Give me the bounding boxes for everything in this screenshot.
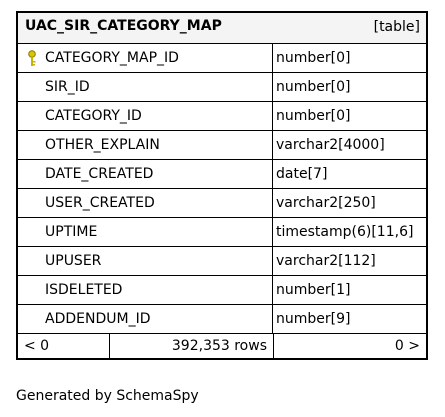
row-count: 392,353 rows [110,334,274,358]
column-name-cell: UPTIME [18,218,273,246]
column-type: varchar2[112] [276,253,376,269]
column-type: date[7] [276,166,328,182]
column-name-cell: UPUSER [18,247,273,275]
column-name-cell: ADDENDUM_ID [18,305,273,333]
table-footer: < 0 392,353 rows 0 > [18,334,426,358]
column-row[interactable]: DATE_CREATED date[7] [18,160,426,189]
column-type: varchar2[4000] [276,137,385,153]
column-type: number[0] [276,108,351,124]
column-row[interactable]: CATEGORY_MAP_ID number[0] [18,44,426,73]
column-type: number[0] [276,79,351,95]
column-name: UPUSER [45,253,102,269]
column-name-cell: SIR_ID [18,73,273,101]
column-name: OTHER_EXPLAIN [45,137,160,153]
column-name: DATE_CREATED [45,166,154,182]
column-name: UPTIME [45,224,98,240]
table-kind-label: [table] [373,19,420,35]
children-count[interactable]: 0 > [394,338,420,354]
column-row[interactable]: UPUSER varchar2[112] [18,247,426,276]
column-row[interactable]: ISDELETED number[1] [18,276,426,305]
column-type: number[0] [276,50,351,66]
column-row[interactable]: OTHER_EXPLAIN varchar2[4000] [18,131,426,160]
column-name-cell: OTHER_EXPLAIN [18,131,273,159]
table-name[interactable]: UAC_SIR_CATEGORY_MAP [25,18,222,34]
key-icon [28,50,36,66]
column-name: ISDELETED [45,282,123,298]
column-name: ADDENDUM_ID [45,311,151,327]
column-name: CATEGORY_MAP_ID [45,50,179,66]
column-name: SIR_ID [45,79,90,95]
column-row[interactable]: USER_CREATED varchar2[250] [18,189,426,218]
column-name-cell: USER_CREATED [18,189,273,217]
column-type: number[1] [276,282,351,298]
column-row[interactable]: CATEGORY_ID number[0] [18,102,426,131]
generated-by-label: Generated by SchemaSpy [16,388,199,404]
column-name-cell: ISDELETED [18,276,273,304]
column-row[interactable]: SIR_ID number[0] [18,73,426,102]
column-name: CATEGORY_ID [45,108,142,124]
column-row[interactable]: ADDENDUM_ID number[9] [18,305,426,334]
column-type: timestamp(6)[11,6] [276,224,414,240]
table-header: UAC_SIR_CATEGORY_MAP [table] [18,13,426,44]
parents-count[interactable]: < 0 [18,334,110,358]
column-type: number[9] [276,311,351,327]
column-type: varchar2[250] [276,195,376,211]
column-name-cell: CATEGORY_ID [18,102,273,130]
column-name-cell: CATEGORY_MAP_ID [18,44,273,72]
column-name-cell: DATE_CREATED [18,160,273,188]
column-row[interactable]: UPTIME timestamp(6)[11,6] [18,218,426,247]
table-entity: UAC_SIR_CATEGORY_MAP [table] CATEGORY_MA… [16,11,428,360]
column-name: USER_CREATED [45,195,155,211]
